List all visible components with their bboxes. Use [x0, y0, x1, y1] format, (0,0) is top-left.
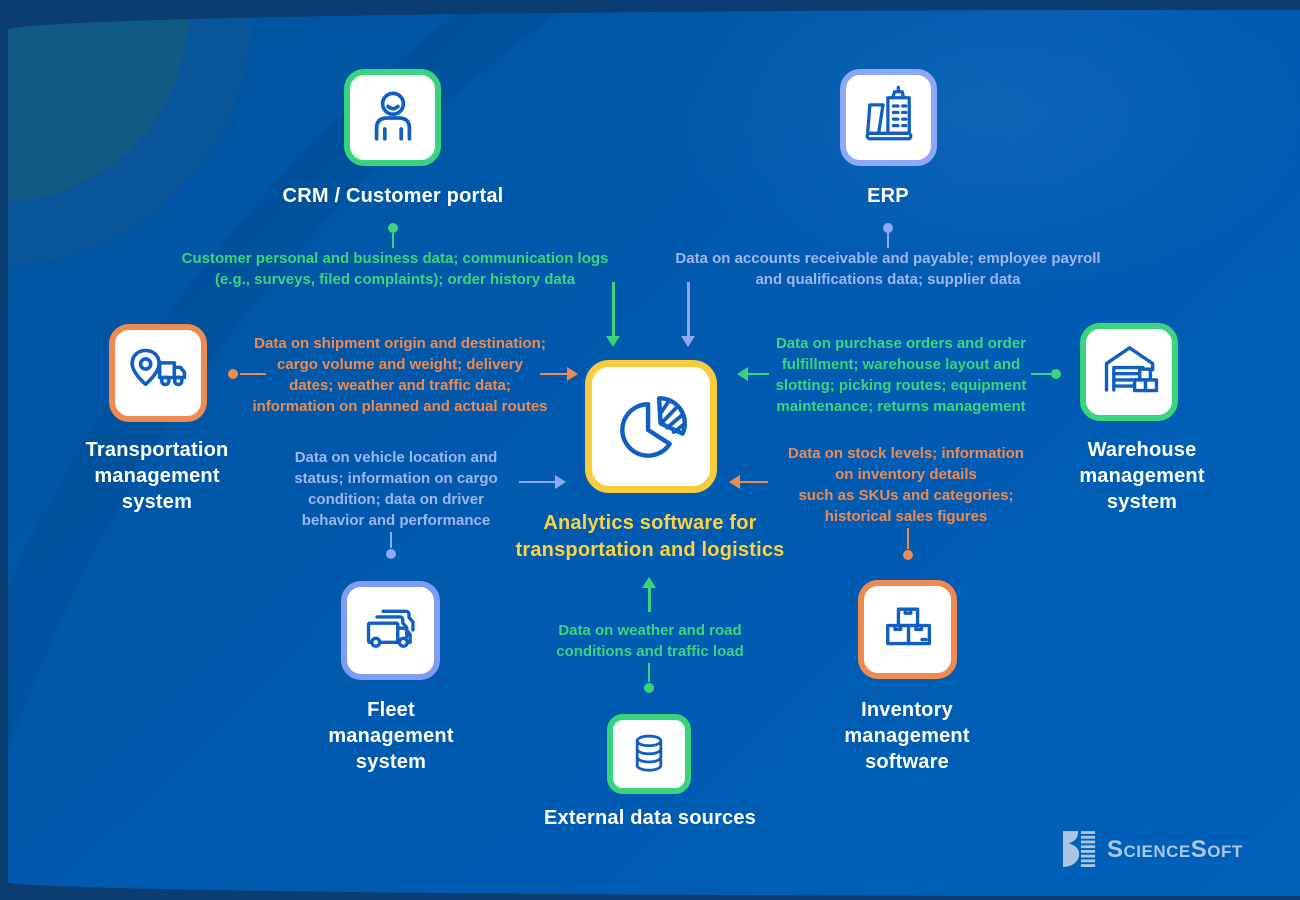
fleet-flow-text: Data on vehicle location and status; inf…	[294, 449, 498, 529]
building-icon	[864, 85, 913, 140]
tms-label: Transportation management system	[85, 439, 229, 513]
erp-flow-text: Data on accounts receivable and payable;…	[675, 250, 1101, 288]
inventory-flow-text: Data on stock levels; information on inv…	[788, 445, 1024, 525]
brand-name: ScienceSoft	[1107, 836, 1243, 863]
erp-connector-dot	[883, 223, 893, 233]
erp-label: ERP	[867, 185, 909, 207]
external-flow-text: Data on weather and road conditions and …	[556, 622, 744, 660]
inventory-icon-box	[858, 580, 957, 679]
inventory-connector-stem	[907, 528, 909, 549]
crm-flow-text: Customer personal and business data; com…	[181, 250, 609, 288]
wms-flow-text: Data on purchase orders and order fulfil…	[775, 335, 1027, 415]
crm-connector-dot	[388, 223, 398, 233]
database-icon	[635, 734, 663, 772]
external-connector-stem	[648, 663, 650, 682]
erp-icon-box	[840, 69, 937, 166]
crm-icon-box	[344, 69, 441, 166]
crm-connector-stem	[392, 233, 394, 248]
external-icon-box	[607, 714, 691, 794]
boxes-icon	[885, 607, 931, 645]
crm-label: CRM / Customer portal	[282, 185, 504, 207]
wms-connector-stem	[1031, 373, 1051, 375]
brand-logo: ScienceSoft	[1063, 831, 1243, 869]
person-icon	[374, 91, 411, 141]
wms-label: Warehouse management system	[1079, 439, 1205, 513]
fleet-label: Fleet management system	[328, 699, 454, 773]
tms-connector-dot	[228, 369, 238, 379]
erp-connector-stem	[887, 233, 889, 248]
analytics-icon-box	[585, 360, 717, 493]
location-pin-truck-icon	[130, 348, 187, 387]
inventory-label: Inventory management software	[844, 699, 970, 773]
fleet-connector-stem	[390, 532, 392, 548]
sciencesoft-s-mark-icon	[1063, 831, 1096, 867]
external-connector-dot	[644, 683, 654, 693]
warehouse-icon	[1104, 346, 1159, 393]
tms-flow-text: Data on shipment origin and destination;…	[252, 335, 548, 415]
pie-chart-icon	[620, 395, 687, 458]
fleet-icon-box	[341, 581, 440, 680]
fleet-connector-dot	[386, 549, 396, 559]
wms-icon-box	[1080, 323, 1178, 421]
truck-fleet-icon	[366, 609, 415, 648]
tms-icon-box	[109, 324, 207, 422]
tms-connector-stem	[240, 373, 266, 375]
inventory-connector-dot	[903, 550, 913, 560]
external-label: External data sources	[543, 807, 757, 829]
wms-connector-dot	[1051, 369, 1061, 379]
analytics-title: Analytics software for transportation an…	[515, 512, 785, 561]
